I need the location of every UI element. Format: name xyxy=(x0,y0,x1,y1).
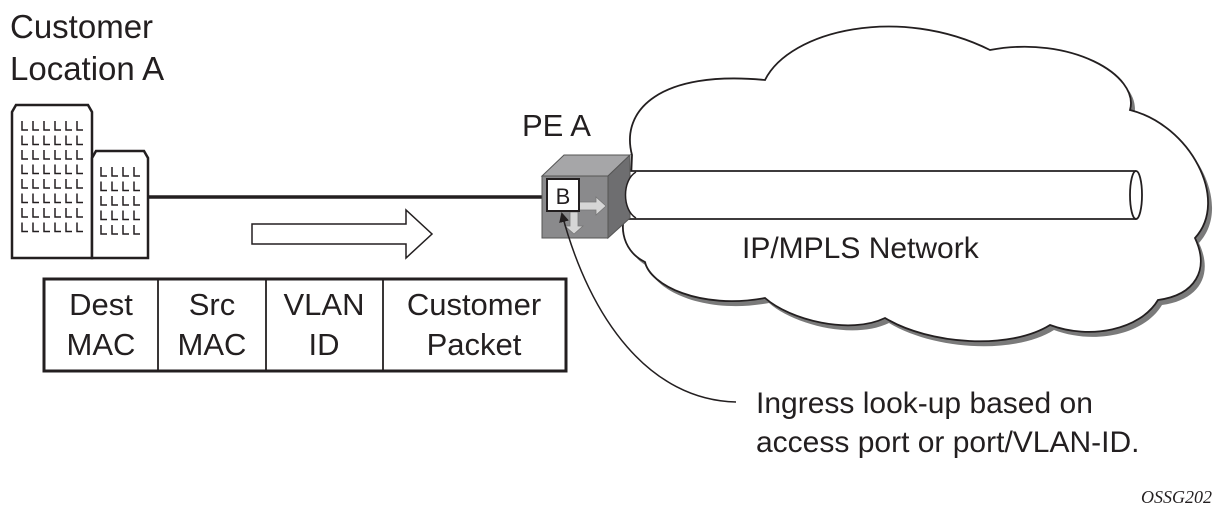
frame-field-src-line1: Src xyxy=(189,287,236,322)
window-icon xyxy=(21,164,28,175)
frame-field-dest-line2: MAC xyxy=(67,327,136,362)
window-icon xyxy=(32,179,39,189)
customer-title-line1: Customer xyxy=(10,8,153,45)
window-icon xyxy=(43,179,50,189)
window-icon xyxy=(21,121,28,131)
window-icon xyxy=(43,121,50,131)
window-icon xyxy=(54,193,61,204)
window-icon xyxy=(100,225,107,235)
window-icon xyxy=(54,222,61,233)
window-icon xyxy=(32,164,39,175)
window-icon xyxy=(100,181,107,192)
window-icon xyxy=(65,208,72,218)
frame-field-src-line2: MAC xyxy=(178,327,247,362)
window-icon xyxy=(76,135,83,146)
callout-leader-line xyxy=(559,212,737,403)
window-icon xyxy=(122,181,129,192)
window-icon xyxy=(122,196,129,206)
window-icon xyxy=(32,208,39,218)
pe-label: PE A xyxy=(522,108,591,143)
window-icon xyxy=(32,135,39,146)
window-icon xyxy=(21,150,28,160)
window-icon xyxy=(54,164,61,175)
window-icon xyxy=(43,135,50,146)
window-icon xyxy=(76,121,83,131)
callout-line1: Ingress look-up based on xyxy=(756,387,1093,420)
window-icon xyxy=(133,167,140,177)
customer-title-line2: Location A xyxy=(10,50,164,87)
frame-field-payload-line1: Customer xyxy=(407,287,541,322)
service-box-b: B xyxy=(546,178,580,212)
window-icon xyxy=(65,193,72,204)
window-icon xyxy=(32,121,39,131)
window-icon xyxy=(54,135,61,146)
window-icon xyxy=(76,193,83,204)
window-icon xyxy=(43,208,50,218)
service-box-label: B xyxy=(556,184,571,209)
window-icon xyxy=(43,164,50,175)
frame-field-vlan-line2: ID xyxy=(309,327,340,362)
window-icon xyxy=(65,179,72,189)
frame-field-payload-line2: Packet xyxy=(427,327,522,362)
window-icon xyxy=(100,210,107,221)
window-icon xyxy=(65,222,72,233)
window-icon xyxy=(65,164,72,175)
window-icon xyxy=(54,150,61,160)
window-icon xyxy=(122,225,129,235)
window-icon xyxy=(111,225,118,235)
window-icon xyxy=(32,150,39,160)
window-icon xyxy=(133,210,140,221)
window-icon xyxy=(65,135,72,146)
window-icon xyxy=(111,167,118,177)
window-icon xyxy=(100,167,107,177)
window-icon xyxy=(32,193,39,204)
building-icon xyxy=(10,103,150,260)
frame-field-vlan-line1: VLAN xyxy=(284,287,365,322)
direction-arrow-icon xyxy=(251,208,434,260)
window-icon xyxy=(21,179,28,189)
window-icon xyxy=(111,210,118,221)
tunnel-pipe xyxy=(626,170,1143,220)
window-icon xyxy=(43,222,50,233)
window-icon xyxy=(122,167,129,177)
window-icon xyxy=(21,208,28,218)
window-icon xyxy=(133,225,140,235)
window-icon xyxy=(32,222,39,233)
window-icon xyxy=(76,222,83,233)
window-icon xyxy=(76,208,83,218)
window-icon xyxy=(133,181,140,192)
window-icon xyxy=(65,150,72,160)
window-icon xyxy=(21,222,28,233)
figure-id: OSSG202 xyxy=(1141,487,1212,507)
frame-field-dest-line1: Dest xyxy=(69,287,133,322)
window-icon xyxy=(122,210,129,221)
window-icon xyxy=(133,196,140,206)
window-icon xyxy=(111,196,118,206)
window-icon xyxy=(21,135,28,146)
window-icon xyxy=(76,150,83,160)
window-icon xyxy=(100,196,107,206)
window-icon xyxy=(43,150,50,160)
network-label: IP/MPLS Network xyxy=(742,232,980,265)
window-icon xyxy=(54,121,61,131)
window-icon xyxy=(43,193,50,204)
window-icon xyxy=(54,208,61,218)
ethernet-frame-table: Dest MAC Src MAC VLAN ID Customer Packet xyxy=(42,277,568,373)
window-icon xyxy=(65,121,72,131)
window-icon xyxy=(111,181,118,192)
window-icon xyxy=(76,179,83,189)
window-icon xyxy=(21,193,28,204)
callout-line2: access port or port/VLAN-ID. xyxy=(756,426,1139,459)
window-icon xyxy=(54,179,61,189)
window-icon xyxy=(76,164,83,175)
